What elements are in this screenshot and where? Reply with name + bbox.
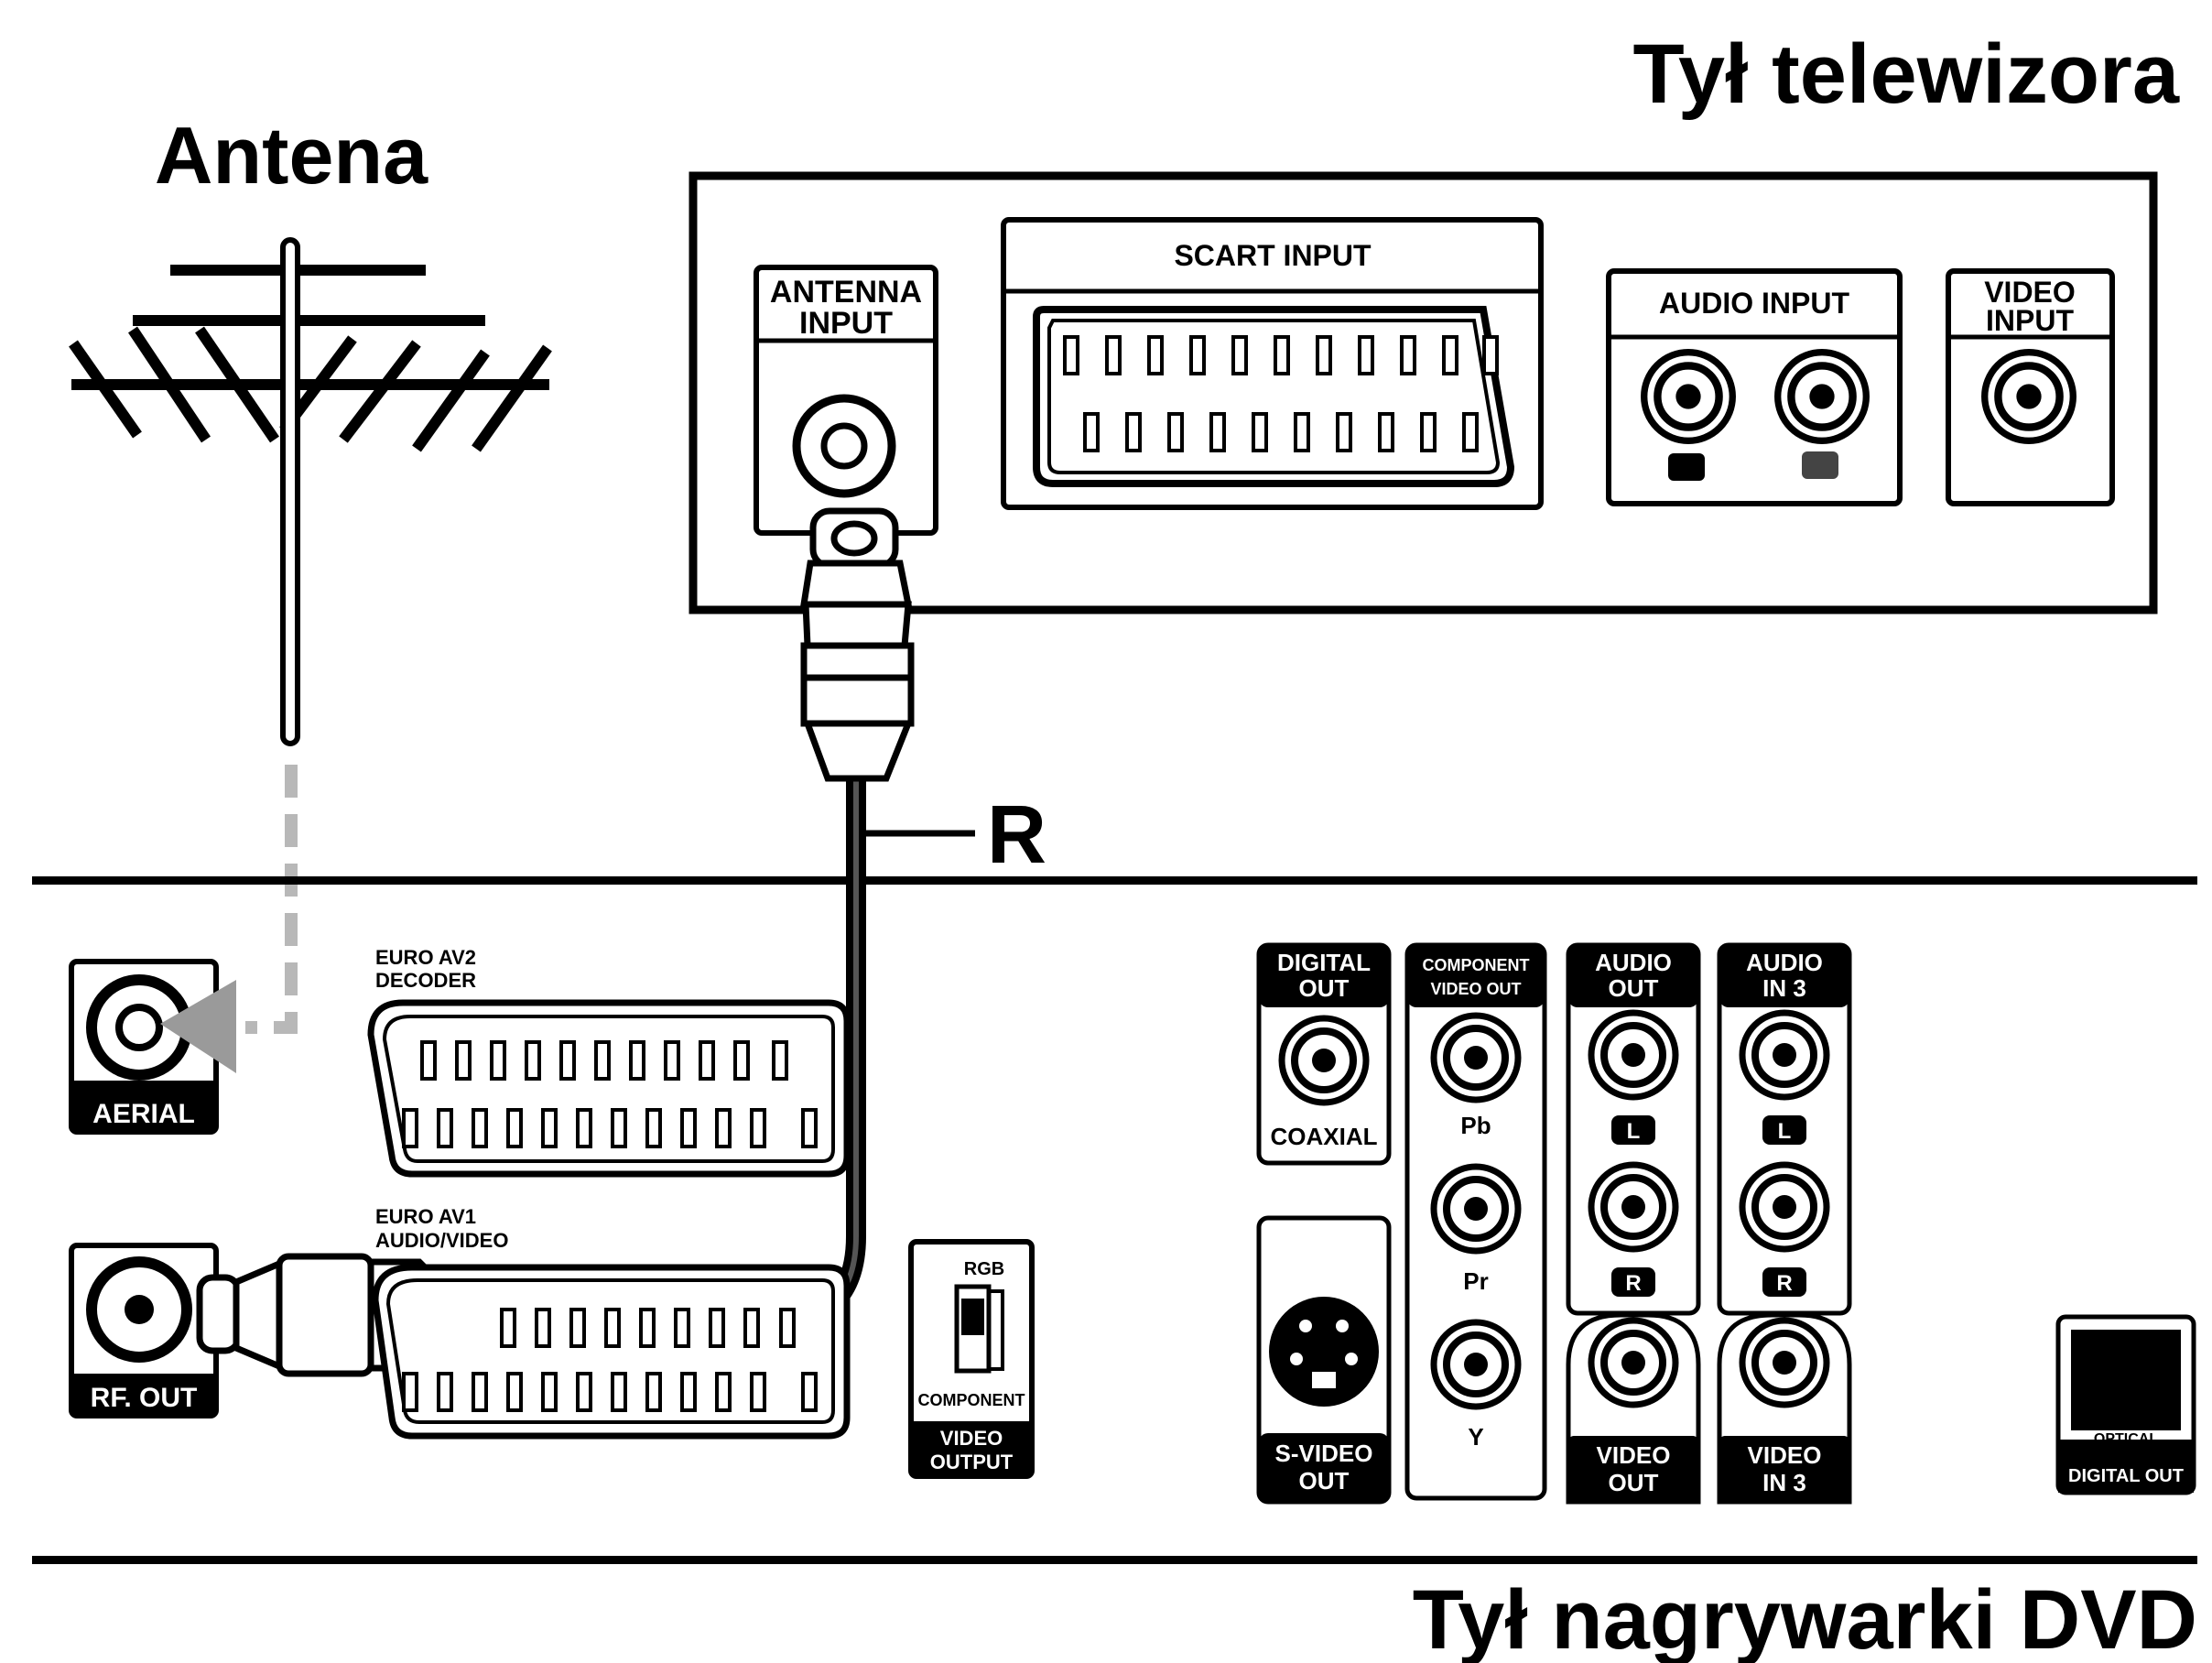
dvd-back-title: Tył nagrywarki DVD bbox=[1413, 1573, 2197, 1663]
dvd-aerial-jack: AERIAL bbox=[69, 959, 236, 1135]
tv-rf-plug bbox=[799, 507, 915, 782]
tv-audio-input: AUDIO INPUT bbox=[1606, 268, 1903, 506]
audio-in3-l-label: L bbox=[1778, 1119, 1792, 1144]
component-pr-label: Pr bbox=[1463, 1267, 1488, 1295]
optical-label: OPTICAL bbox=[2094, 1431, 2158, 1447]
component-label-2: VIDEO OUT bbox=[1430, 980, 1521, 998]
digital-out-coaxial-group: DIGITAL OUT COAXIAL bbox=[1256, 942, 1392, 1166]
switch-rgb-label: RGB bbox=[964, 1259, 1004, 1279]
component-y-label: Y bbox=[1468, 1423, 1483, 1451]
optical-digital-out: OPTICAL DIGITAL OUT bbox=[2055, 1314, 2196, 1495]
video-in3-label-1: VIDEO bbox=[1748, 1441, 1822, 1469]
euro-av2-scart bbox=[367, 999, 851, 1178]
rf-out-label: RF. OUT bbox=[91, 1383, 198, 1413]
video-out-group: VIDEO OUT bbox=[1566, 1312, 1701, 1505]
tv-video-input: VIDEO INPUT bbox=[1946, 268, 2115, 506]
audio-input-label: AUDIO INPUT bbox=[1659, 287, 1849, 320]
audio-out-r-label: R bbox=[1625, 1271, 1641, 1296]
switch-component-label: COMPONENT bbox=[918, 1391, 1025, 1409]
component-pb-label: Pb bbox=[1460, 1112, 1491, 1139]
component-label-1: COMPONENT bbox=[1423, 956, 1530, 974]
s-video-out-group: S-VIDEO OUT bbox=[1256, 1215, 1392, 1505]
dashed-antenna-cable bbox=[245, 765, 298, 1034]
s-video-label-1: S-VIDEO bbox=[1275, 1440, 1373, 1467]
euro-av2-label-2: DECODER bbox=[375, 969, 476, 992]
video-in3-label-2: IN 3 bbox=[1762, 1469, 1806, 1496]
audio-in3-group: AUDIO IN 3 L R bbox=[1717, 942, 1852, 1316]
video-out-label-1: VIDEO bbox=[1597, 1441, 1671, 1469]
digital-out-label-2: OUT bbox=[1299, 974, 1350, 1002]
coaxial-label: COAXIAL bbox=[1271, 1123, 1378, 1150]
video-output-label-2: OUTPUT bbox=[930, 1451, 1014, 1473]
audio-in3-label-2: IN 3 bbox=[1762, 974, 1806, 1002]
audio-out-group: AUDIO OUT L R bbox=[1566, 942, 1701, 1316]
euro-av2-label-1: EURO AV2 bbox=[375, 946, 476, 969]
audio-out-label-2: OUT bbox=[1609, 974, 1659, 1002]
separator-bottom bbox=[32, 1556, 2197, 1564]
video-output-switch: RGB COMPONENT VIDEO OUTPUT bbox=[908, 1239, 1035, 1479]
tv-scart-input: SCART INPUT bbox=[1001, 217, 1544, 510]
audio-in3-label-1: AUDIO bbox=[1746, 949, 1823, 976]
video-out-label-2: OUT bbox=[1609, 1469, 1659, 1496]
aerial-label: AERIAL bbox=[92, 1099, 195, 1129]
euro-av1-label-1: EURO AV1 bbox=[375, 1205, 476, 1228]
antenna-input-label-1: ANTENNA bbox=[770, 275, 922, 310]
dvd-rf-out-jack: RF. OUT bbox=[69, 1243, 219, 1418]
antenna-icon bbox=[69, 265, 552, 452]
antenna-title: Antena bbox=[155, 110, 428, 201]
audio-out-label-1: AUDIO bbox=[1595, 949, 1672, 976]
video-in3-group: VIDEO IN 3 bbox=[1717, 1312, 1852, 1505]
component-video-out-group: COMPONENT VIDEO OUT Pb Pr Y bbox=[1404, 942, 1547, 1501]
video-output-label-1: VIDEO bbox=[940, 1427, 1003, 1450]
euro-av1-scart bbox=[372, 1264, 851, 1440]
tv-back-title: Tył telewizora bbox=[1633, 27, 2180, 121]
audio-out-l-label: L bbox=[1627, 1119, 1641, 1144]
antenna-mast bbox=[280, 237, 300, 746]
optical-digital-out-label: DIGITAL OUT bbox=[2068, 1466, 2184, 1486]
scart-input-label: SCART INPUT bbox=[1174, 239, 1372, 272]
video-input-label-2: INPUT bbox=[1986, 304, 2074, 337]
euro-av1-label-2: AUDIO/VIDEO bbox=[375, 1229, 508, 1252]
antenna-input-label-2: INPUT bbox=[799, 306, 893, 341]
digital-out-label-1: DIGITAL bbox=[1277, 949, 1371, 976]
separator-top bbox=[32, 876, 2197, 885]
s-video-label-2: OUT bbox=[1299, 1467, 1350, 1495]
audio-in3-r-label: R bbox=[1776, 1271, 1792, 1296]
tv-antenna-input: ANTENNA INPUT bbox=[754, 265, 938, 536]
video-input-label-1: VIDEO bbox=[1984, 276, 2076, 309]
cable-label-r: R bbox=[987, 789, 1046, 881]
